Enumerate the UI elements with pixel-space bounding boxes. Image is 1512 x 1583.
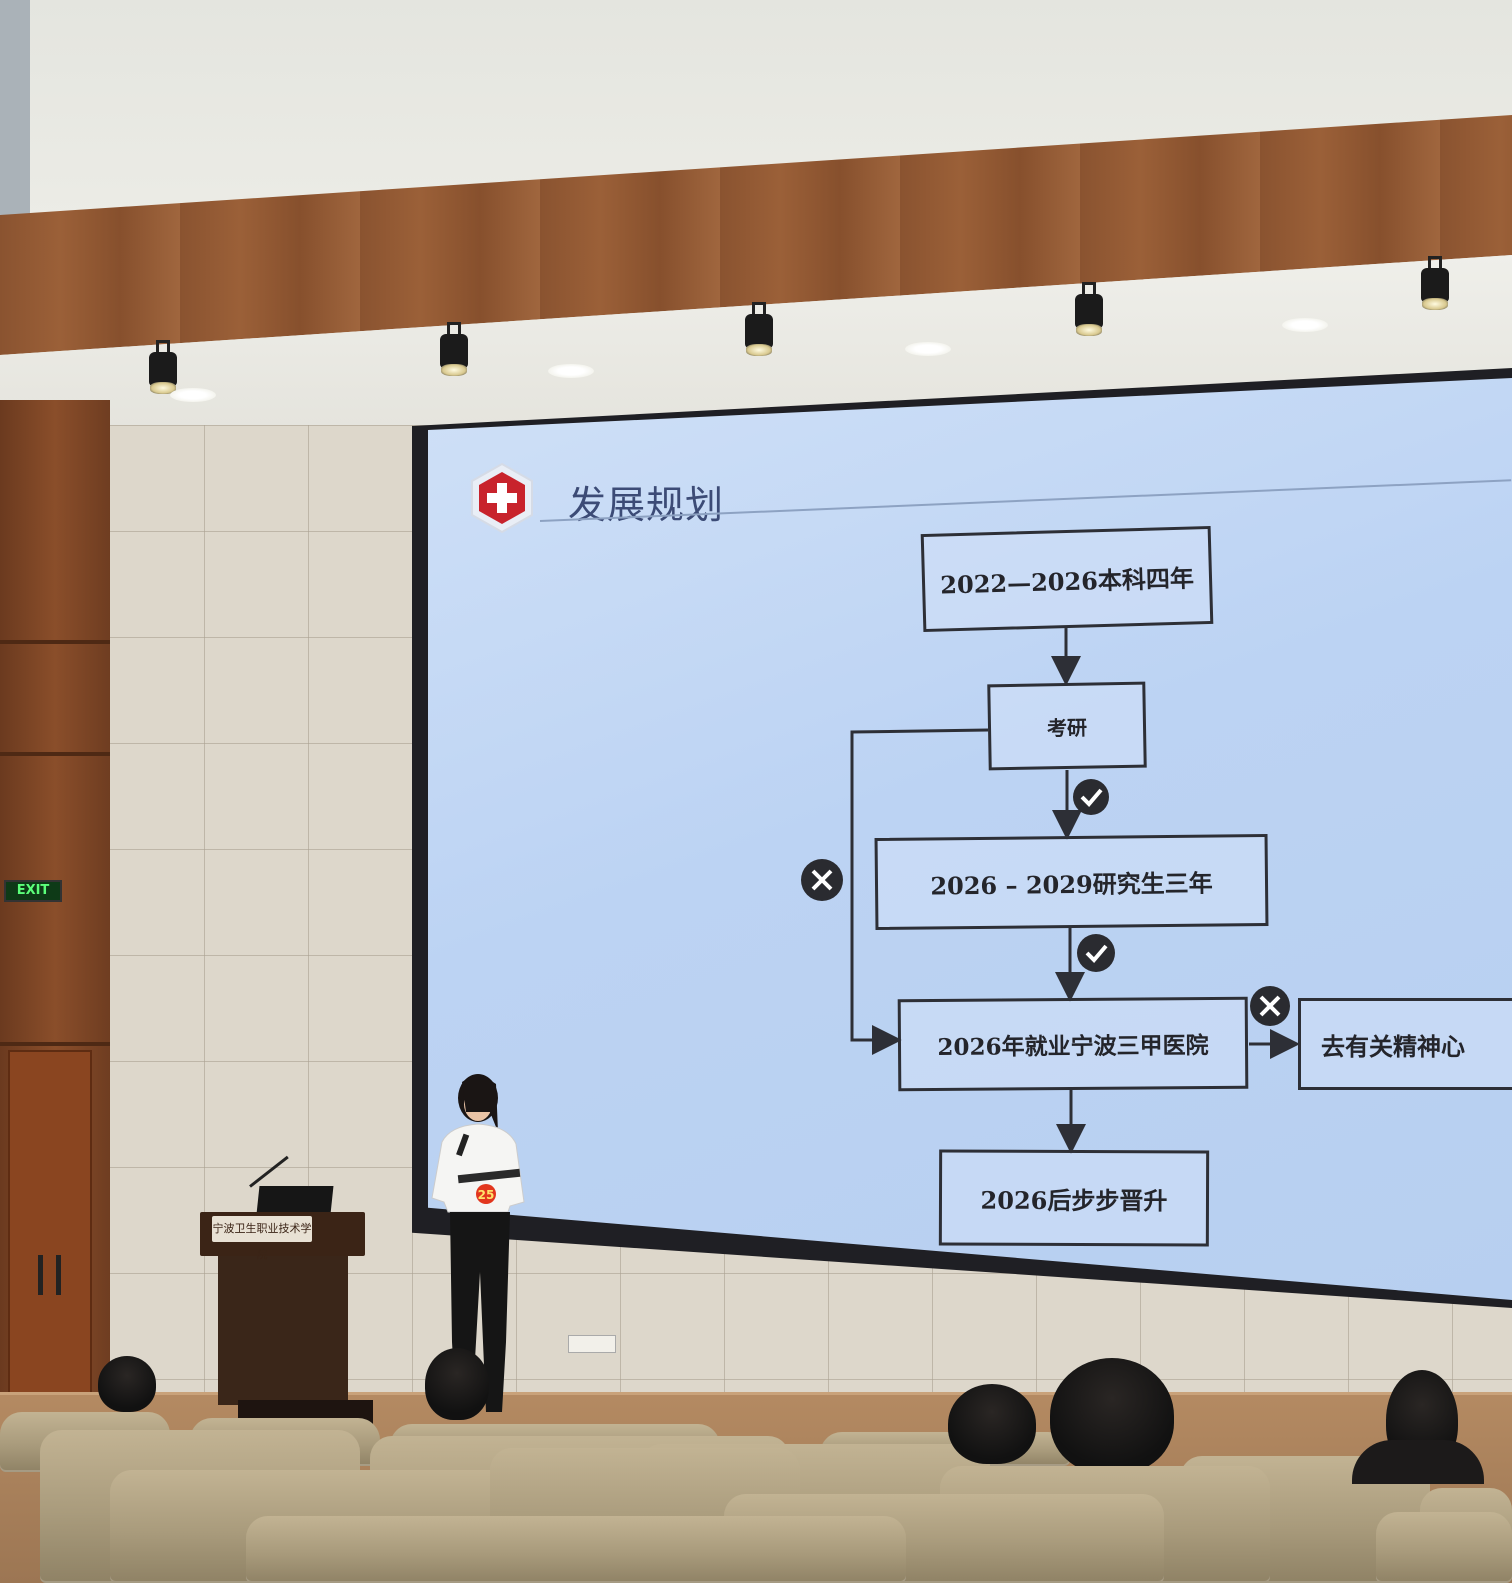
x-circle-icon — [801, 859, 843, 901]
exit-sign: EXIT — [4, 880, 62, 902]
flow-node-employment: 2026年就业宁波三甲医院 — [897, 996, 1249, 1092]
door-handle — [38, 1255, 43, 1295]
flow-node-alternative: 去有关精神心 — [1298, 998, 1512, 1090]
audience-head — [948, 1384, 1036, 1464]
spotlight-icon — [146, 340, 180, 398]
audience-head — [98, 1356, 156, 1412]
audience-head — [425, 1348, 489, 1420]
door — [8, 1050, 92, 1395]
laptop — [256, 1186, 334, 1214]
wall-outlet — [568, 1335, 616, 1353]
flow-node-undergrad: 2022—2026本科四年 — [920, 525, 1214, 633]
arrow-n2-n4 — [850, 728, 989, 1055]
check-circle-icon — [1073, 779, 1109, 815]
downlight — [170, 388, 216, 402]
ceiling-edge — [0, 0, 30, 220]
podium-plaque: 宁波卫生职业技术学院 — [212, 1216, 312, 1261]
lectern — [218, 1255, 348, 1405]
wood-seam — [0, 752, 110, 756]
flow-node-graduate: 2026 – 2029研究生三年 — [874, 833, 1269, 931]
spotlight-icon — [1418, 256, 1452, 314]
x-circle-icon — [1250, 986, 1290, 1026]
seat — [1376, 1512, 1512, 1583]
spotlight-icon — [437, 322, 471, 380]
spotlight-icon — [742, 302, 776, 360]
wood-seam — [0, 640, 110, 644]
downlight — [905, 342, 951, 356]
spotlight-icon — [1072, 282, 1106, 340]
audience-shoulders — [1352, 1440, 1484, 1484]
door-handle — [56, 1255, 61, 1295]
seat — [246, 1516, 906, 1583]
downlight — [1282, 318, 1328, 332]
presenter-badge: 25 — [478, 1188, 495, 1202]
wood-seam — [0, 1042, 110, 1046]
check-circle-icon — [1077, 934, 1115, 972]
presenter: 25 — [431, 1074, 525, 1412]
flow-node-promotion: 2026后步步晋升 — [938, 1149, 1210, 1247]
flow-node-exam: 考研 — [987, 681, 1147, 771]
red-cross-hexagon-icon — [471, 462, 533, 534]
audience-head — [1050, 1358, 1174, 1474]
downlight — [548, 364, 594, 378]
